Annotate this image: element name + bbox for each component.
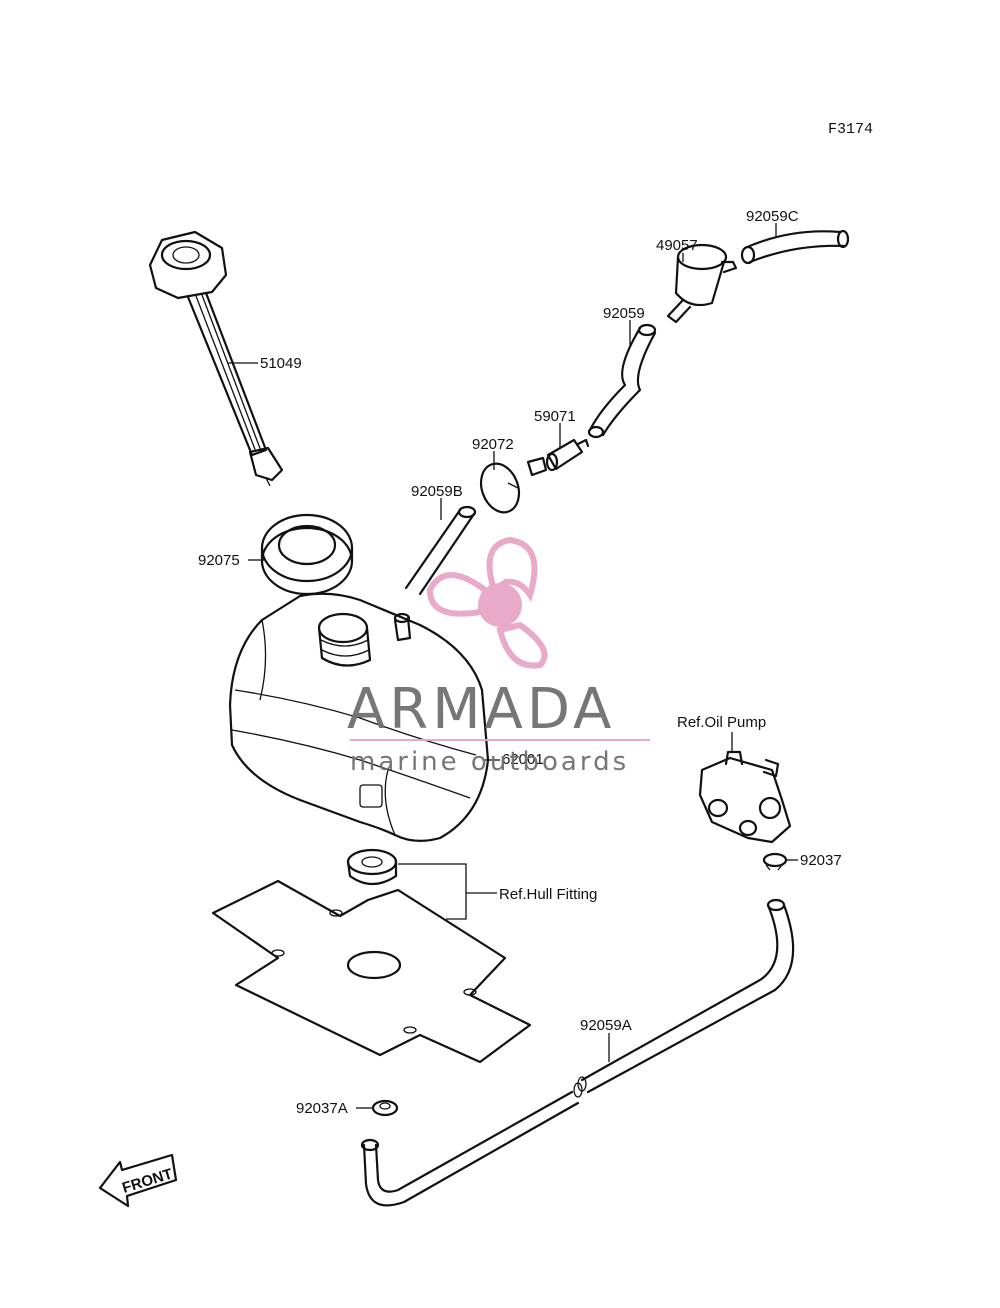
callout-62001: 62001 [502,751,544,768]
figure-code: F3174 [828,121,873,138]
callout-51049: 51049 [260,355,302,372]
callout-92075: 92075 [198,552,240,569]
callout-ref-oil-pump: Ref.Oil Pump [677,714,766,731]
part-92072-clamp [479,462,521,514]
callout-59071: 59071 [534,408,576,425]
part-hull-fitting [346,848,398,886]
part-92059B-hose [404,505,477,596]
part-92037-clip [762,852,788,871]
callout-92059B: 92059B [411,483,463,500]
armada-watermark: ARMADA marine outboards [347,536,650,777]
callout-92059: 92059 [603,305,645,322]
part-92059-hose [587,323,657,439]
part-92037A-clip [371,1099,399,1117]
watermark-brand: ARMADA [347,677,615,742]
part-62001-oil-tank [228,592,490,842]
part-hull-mat [211,879,532,1064]
callout-92037: 92037 [800,852,842,869]
callout-92072: 92072 [472,436,514,453]
part-49057-filter [666,243,738,324]
part-59071-check-valve [526,438,590,477]
part-51049-filler-cap [148,230,284,487]
part-92059A-hose [360,898,795,1207]
part-ref-oil-pump [698,750,792,844]
callout-92037A: 92037A [296,1100,348,1117]
front-arrow: FRONT [98,1153,178,1208]
callout-92059C: 92059C [746,208,799,225]
part-92059C-hose [740,229,850,265]
propeller-logo [426,536,548,669]
callout-49057: 49057 [656,237,698,254]
watermark-tagline: marine outboards [350,747,629,777]
callout-92059A: 92059A [580,1017,632,1034]
front-arrow-label: FRONT [120,1165,174,1196]
part-92075-seal [260,513,354,596]
callout-ref-hull-fitting: Ref.Hull Fitting [499,886,597,903]
